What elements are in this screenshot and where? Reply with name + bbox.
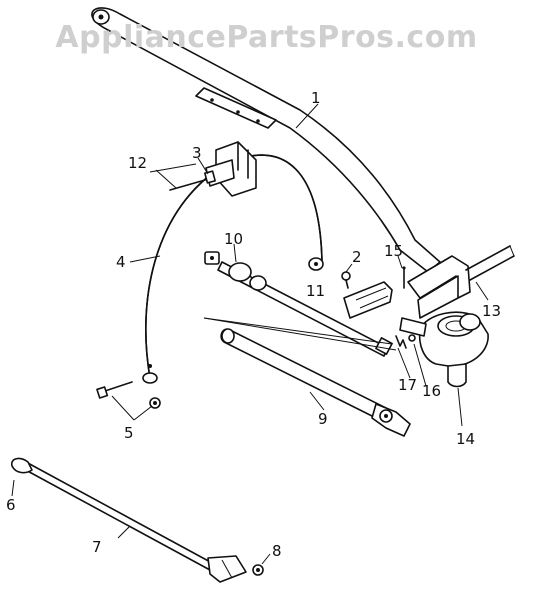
part-16-washer: [408, 334, 416, 342]
callout-labels: 1 2 3 4 5 6 7 8 9 10 11 12 13 14 15 16 1…: [6, 89, 501, 560]
callout-9: 9: [318, 410, 328, 428]
part-2-screw: [341, 271, 351, 289]
callout-12: 12: [128, 154, 147, 172]
part-7-rod: [10, 457, 247, 583]
callout-15: 15: [384, 242, 403, 260]
callout-7: 7: [92, 538, 102, 556]
part-15-pin: [402, 266, 406, 289]
callout-11: 11: [306, 282, 325, 300]
part-8-nut: [252, 564, 264, 576]
callout-2: 2: [352, 248, 362, 266]
callout-5: 5: [124, 424, 134, 442]
part-17-clip: [395, 335, 407, 349]
part-11-shield: [343, 281, 393, 319]
part-1-handle-frame: [91, 7, 441, 273]
leader-lines: [11, 103, 489, 565]
callout-1: 1: [311, 89, 321, 107]
callout-8: 8: [272, 542, 282, 560]
part-9-lower-tube: [220, 328, 411, 437]
callout-6: 6: [6, 496, 16, 514]
part-13-rear-bracket: [407, 245, 515, 319]
callout-16: 16: [422, 382, 441, 400]
callout-10: 10: [224, 230, 243, 248]
callout-14: 14: [456, 430, 475, 448]
part-12-bolt: [169, 170, 216, 191]
callout-4: 4: [116, 253, 126, 271]
part-14-gear-housing: [399, 311, 489, 388]
part-5-bolt-nut: [96, 381, 161, 409]
callout-3: 3: [192, 144, 202, 162]
callout-17: 17: [398, 376, 417, 394]
callout-13: 13: [482, 302, 501, 320]
